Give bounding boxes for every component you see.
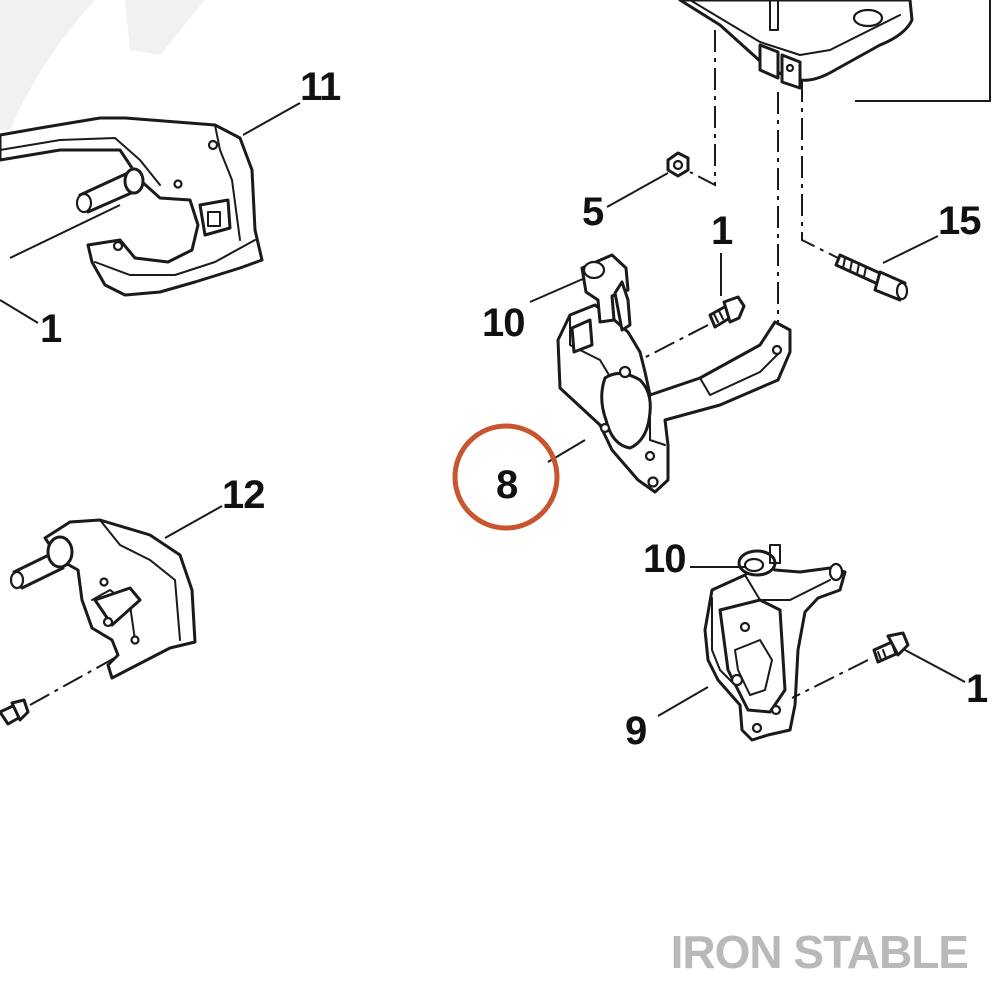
leader-15 [882,235,939,264]
mounting-plate [678,0,914,90]
callout-1-top: 1 [711,209,733,253]
background-watermark-shape [0,0,205,130]
bracket-part-9 [703,544,847,742]
leader-5 [606,172,669,208]
callout-15: 15 [938,199,981,243]
screw-part-1-top [708,295,746,329]
leader-9 [657,686,709,717]
brand-watermark: IRON STABLE [671,926,968,978]
leader-11 [242,102,301,136]
screw-12-centerline [29,654,121,706]
screw-part-15 [834,253,909,302]
screw-part-1-bottom-left [0,698,30,726]
callout-10-bottom: 10 [643,537,686,581]
leader-1-left [9,204,121,259]
screw-1-right-centerline [791,659,869,699]
leader-10-top [529,277,586,303]
callout-1-left: 1 [40,307,62,351]
nut-part-5 [666,151,690,178]
callout-5: 5 [582,190,604,234]
plate-reference-line [855,0,991,102]
leader-1-right [904,649,966,683]
bracket-part-12 [9,518,197,680]
callout-8: 8 [496,463,518,507]
screw-1-top-centerline [639,324,709,361]
highlight-ring-8 [452,423,560,531]
leader-1-left-b [0,299,39,324]
screw-centerline [801,80,839,259]
nut-centerline [689,30,716,187]
screw-part-1-right [872,631,910,664]
callout-10-top: 10 [482,301,525,345]
callout-9: 9 [625,709,646,753]
callout-1-right: 1 [966,667,988,711]
callout-12: 12 [222,473,265,517]
bracket-part-8 [556,253,792,494]
bracket-part-11 [0,116,264,297]
leader-12 [164,505,223,539]
callout-11: 11 [300,65,341,109]
